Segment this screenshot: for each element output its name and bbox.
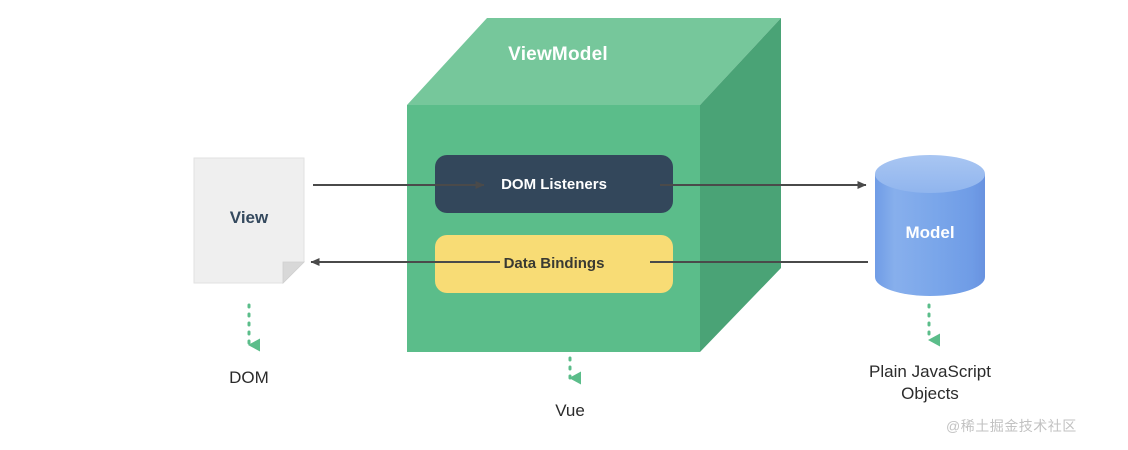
viewmodel-cube[interactable] [407, 18, 781, 352]
view-shape[interactable] [193, 157, 305, 284]
dom-listeners-chip[interactable] [435, 155, 673, 213]
cube-front-face [407, 105, 700, 352]
view-folded-corner [282, 261, 305, 284]
cylinder-top-ellipse [875, 155, 985, 193]
cube-top-face [407, 18, 781, 105]
model-shape[interactable] [875, 155, 985, 296]
data-bindings-chip[interactable] [435, 235, 673, 293]
